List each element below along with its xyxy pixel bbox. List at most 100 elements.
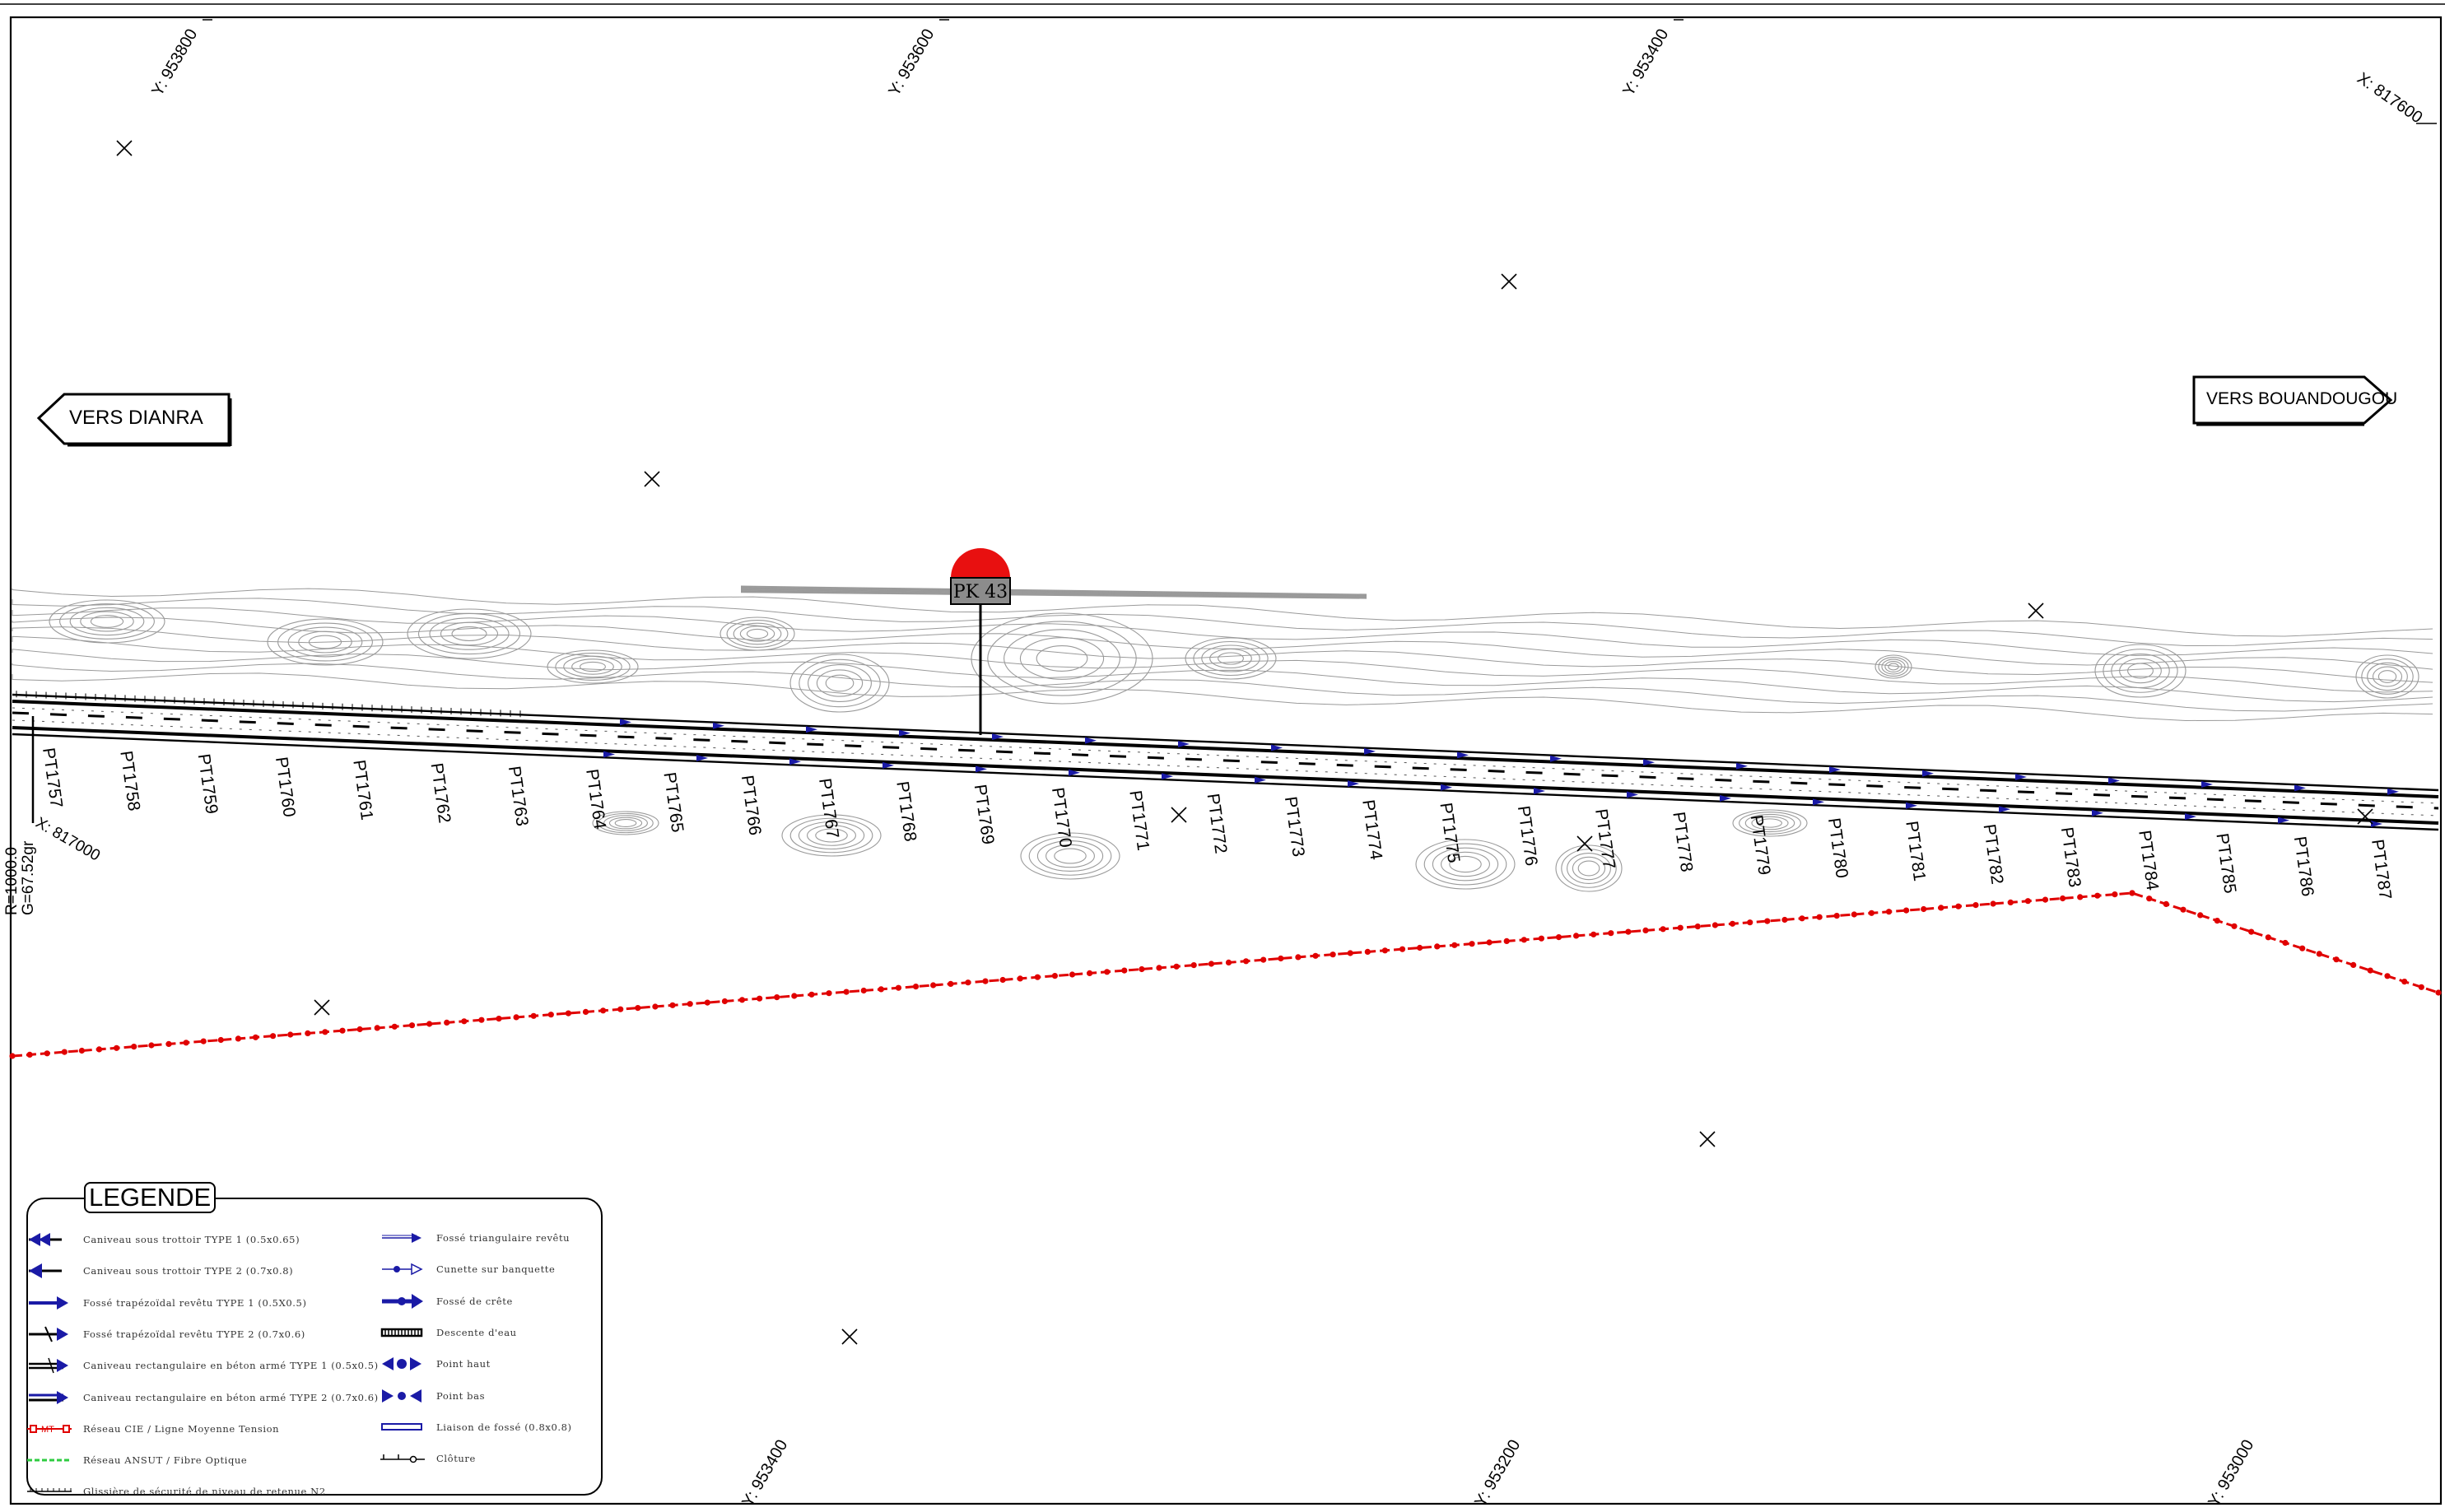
legend-item-cloture: Clôture [379, 1448, 476, 1469]
drain-arrow [1069, 769, 1080, 776]
profile-point-label: PT1766 [738, 774, 765, 836]
mt-line-node [669, 1002, 676, 1008]
mt-line-node [391, 1023, 398, 1030]
drain-arrow [1720, 794, 1731, 802]
mt-line-node [2077, 894, 2084, 900]
grid-cross-icon [2028, 602, 2044, 619]
drain-arrow [1348, 780, 1359, 788]
fosse-trap-type1-symbol-icon [26, 1292, 73, 1314]
contour-ring [781, 814, 882, 857]
mt-line-node [478, 1017, 485, 1023]
mt-line-node [461, 1018, 468, 1025]
drain-arrow [1643, 759, 1655, 766]
profile-point-label: PT1776 [1514, 804, 1541, 867]
drain-arrow [1441, 784, 1452, 791]
sign-left-label: VERS DIANRA [69, 407, 203, 429]
contour-ring [1732, 809, 1808, 837]
grid-cross-icon [1171, 807, 1187, 823]
profile-point-label: PT1785 [2212, 832, 2239, 895]
contour-ring [429, 617, 510, 650]
mt-line-node [1417, 944, 1423, 951]
mt-line-node [1955, 903, 1962, 910]
contour-ring [1751, 816, 1789, 830]
contour-ring [808, 664, 872, 702]
profile-point-label: PT1762 [427, 761, 454, 824]
legend-item-fosse-trap-type1: Fossé trapézoïdal revêtu TYPE 1 (0.5X0.5… [26, 1292, 307, 1314]
road-hatch [12, 719, 2439, 816]
mt-line-node [565, 1010, 572, 1017]
drain-arrow [1085, 737, 1097, 744]
mt-line-node [287, 1031, 294, 1038]
mt-line-node [2316, 951, 2322, 957]
profile-point-label: PT1757 [39, 747, 66, 809]
mt-line-node [2418, 984, 2424, 990]
mt-line-node [114, 1044, 120, 1051]
contour-ring [739, 626, 775, 642]
drain-arrow [603, 751, 615, 758]
mt-line-node [547, 1012, 554, 1018]
legend-item-label: Caniveau sous trottoir TYPE 2 (0.7x0.8) [83, 1265, 294, 1277]
drain-arrow [713, 722, 724, 729]
drain-arrow [2294, 784, 2306, 792]
mt-line-node [2299, 945, 2306, 951]
mt-line-node [2435, 989, 2442, 996]
contour-ring [1758, 818, 1782, 828]
contour-line [12, 649, 2433, 703]
mt-line-node [999, 976, 1006, 984]
mt-line-node [1642, 927, 1649, 933]
mt-line-node [757, 995, 763, 1002]
pk-marker-box [950, 577, 1011, 605]
contour-ring [1432, 847, 1499, 882]
legend-item-label: Caniveau rectangulaire en béton armé TYP… [83, 1391, 379, 1403]
mt-line-node [843, 989, 850, 995]
contour-ring [1572, 856, 1606, 881]
contour-ring [1185, 637, 1277, 680]
grid-cross-icon [841, 1328, 858, 1345]
drain-arrow [1999, 806, 2010, 813]
mt-line-node [1625, 928, 1632, 935]
drain-arrow [1534, 788, 1545, 795]
contour-ring [1201, 644, 1260, 672]
contour-ring [49, 599, 165, 644]
mt-line-node [1590, 931, 1597, 937]
mt-line-node [165, 1040, 172, 1047]
drain-arrow [1922, 770, 1934, 777]
mt-line-node [1990, 900, 1996, 907]
legend-item-fosse-triangulaire: Fossé triangulaire revêtu [379, 1227, 570, 1249]
contour-ring [726, 620, 789, 648]
contour-ring [816, 669, 864, 697]
mt-line-node [270, 1033, 277, 1040]
mt-line-node [374, 1025, 380, 1031]
drawing-frame [9, 16, 2443, 1505]
drain-arrow [1178, 741, 1190, 748]
mt-line-node [339, 1027, 346, 1034]
mt-line-node [1121, 967, 1128, 974]
contour-ring [1555, 844, 1623, 892]
contour-ring [90, 615, 124, 628]
terrain-contours [12, 585, 2433, 892]
contour-ring [798, 821, 865, 850]
drain-arrow [1550, 755, 1562, 762]
mt-line-node [1555, 934, 1562, 941]
contour-ring [1046, 844, 1095, 868]
road-edge-line [12, 726, 2439, 825]
mt-line-node [1295, 954, 1302, 961]
mt-line-node [1781, 916, 1788, 923]
mt-line-node [496, 1016, 502, 1022]
svg-text:MT: MT [41, 1425, 54, 1435]
mt-line-node [1330, 951, 1336, 958]
mt-line-node [982, 978, 989, 984]
legend-item-glissiere: Glissière de sécurité de niveau de reten… [26, 1481, 326, 1502]
mt-line-node [1885, 909, 1893, 915]
mt-line-node [1278, 955, 1284, 962]
contour-ring [1028, 836, 1112, 876]
mt-line-node [1104, 969, 1111, 975]
contour-ring [1567, 852, 1611, 885]
axis-label-gisement: G=67.52gr [20, 840, 37, 915]
mt-line-node [2163, 900, 2169, 907]
mt-line-node [408, 1022, 416, 1029]
contour-ring [608, 816, 643, 830]
legend-item-label: Point haut [436, 1358, 491, 1370]
axis-label-radius: R=1000.0 [3, 847, 21, 915]
contour-ring [1874, 654, 1912, 679]
